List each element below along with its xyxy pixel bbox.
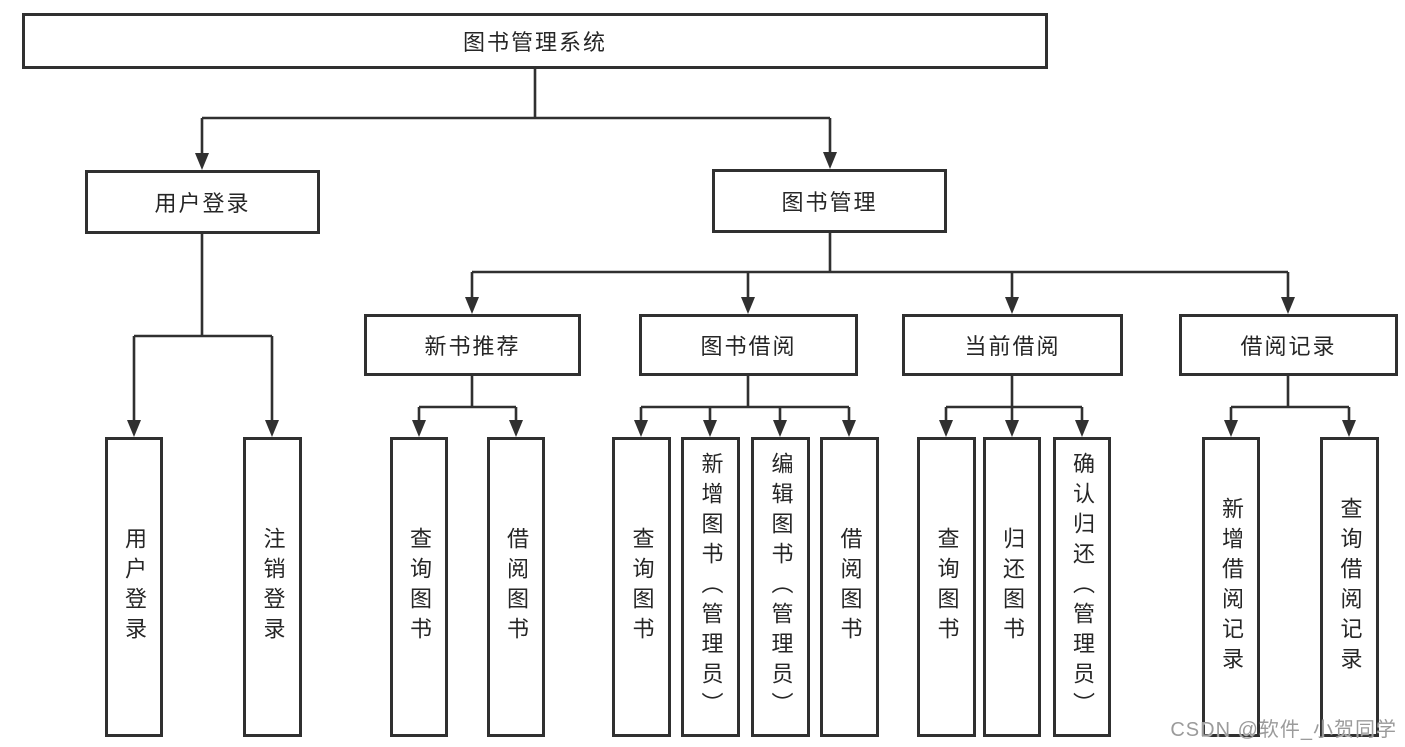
leaf-user-login: 用户登录: [105, 437, 163, 737]
leaf-query-borrow-record: 查询借阅记录: [1320, 437, 1379, 737]
leaf-borrow-book-2: 借阅图书: [820, 437, 879, 737]
leaf-confirm-return-label: 确认归还（管理员）: [1070, 452, 1095, 722]
leaf-query-book-2-label: 查询图书: [629, 527, 655, 647]
node-user-login: 用户登录: [85, 170, 320, 234]
leaf-logout-label: 注销登录: [260, 527, 286, 647]
leaf-edit-book: 编辑图书（管理员）: [751, 437, 810, 737]
leaf-query-book-3-label: 查询图书: [934, 527, 960, 647]
leaf-borrow-book-1: 借阅图书: [487, 437, 545, 737]
node-book-mgmt: 图书管理: [712, 169, 947, 233]
leaf-query-book-1-label: 查询图书: [407, 527, 432, 647]
watermark: CSDN @软件_小贺同学: [1170, 719, 1397, 741]
node-book-borrow-label: 图书借阅: [700, 334, 797, 359]
node-user-login-label: 用户登录: [154, 191, 251, 216]
leaf-borrow-book-1-label: 借阅图书: [504, 527, 529, 647]
node-book-mgmt-label: 图书管理: [781, 190, 878, 215]
leaf-return-book: 归还图书: [983, 437, 1041, 737]
leaf-user-login-label: 用户登录: [122, 527, 147, 647]
leaf-edit-book-label: 编辑图书（管理员）: [768, 452, 794, 722]
leaf-logout: 注销登录: [243, 437, 302, 737]
leaf-query-book-2: 查询图书: [612, 437, 671, 737]
node-current-borrow-label: 当前借阅: [964, 334, 1061, 359]
arrowheads: [127, 152, 1356, 437]
leaf-query-book-3: 查询图书: [917, 437, 976, 737]
node-new-book-rec-label: 新书推荐: [424, 334, 521, 359]
node-new-book-rec: 新书推荐: [364, 314, 581, 376]
leaf-confirm-return: 确认归还（管理员）: [1053, 437, 1111, 737]
leaf-add-borrow-record-label: 新增借阅记录: [1219, 497, 1244, 677]
node-borrow-records-label: 借阅记录: [1240, 334, 1337, 359]
leaf-query-borrow-record-label: 查询借阅记录: [1337, 497, 1363, 677]
leaf-borrow-book-2-label: 借阅图书: [837, 527, 863, 647]
leaf-add-book-label: 新增图书（管理员）: [698, 452, 724, 722]
leaf-query-book-1: 查询图书: [390, 437, 448, 737]
leaf-add-borrow-record: 新增借阅记录: [1202, 437, 1260, 737]
node-current-borrow: 当前借阅: [902, 314, 1123, 376]
node-borrow-records: 借阅记录: [1179, 314, 1398, 376]
node-root-label: 图书管理系统: [462, 30, 607, 55]
leaf-add-book: 新增图书（管理员）: [681, 437, 740, 737]
node-root: 图书管理系统: [22, 13, 1048, 69]
node-book-borrow: 图书借阅: [639, 314, 858, 376]
leaf-return-book-label: 归还图书: [1000, 527, 1025, 647]
